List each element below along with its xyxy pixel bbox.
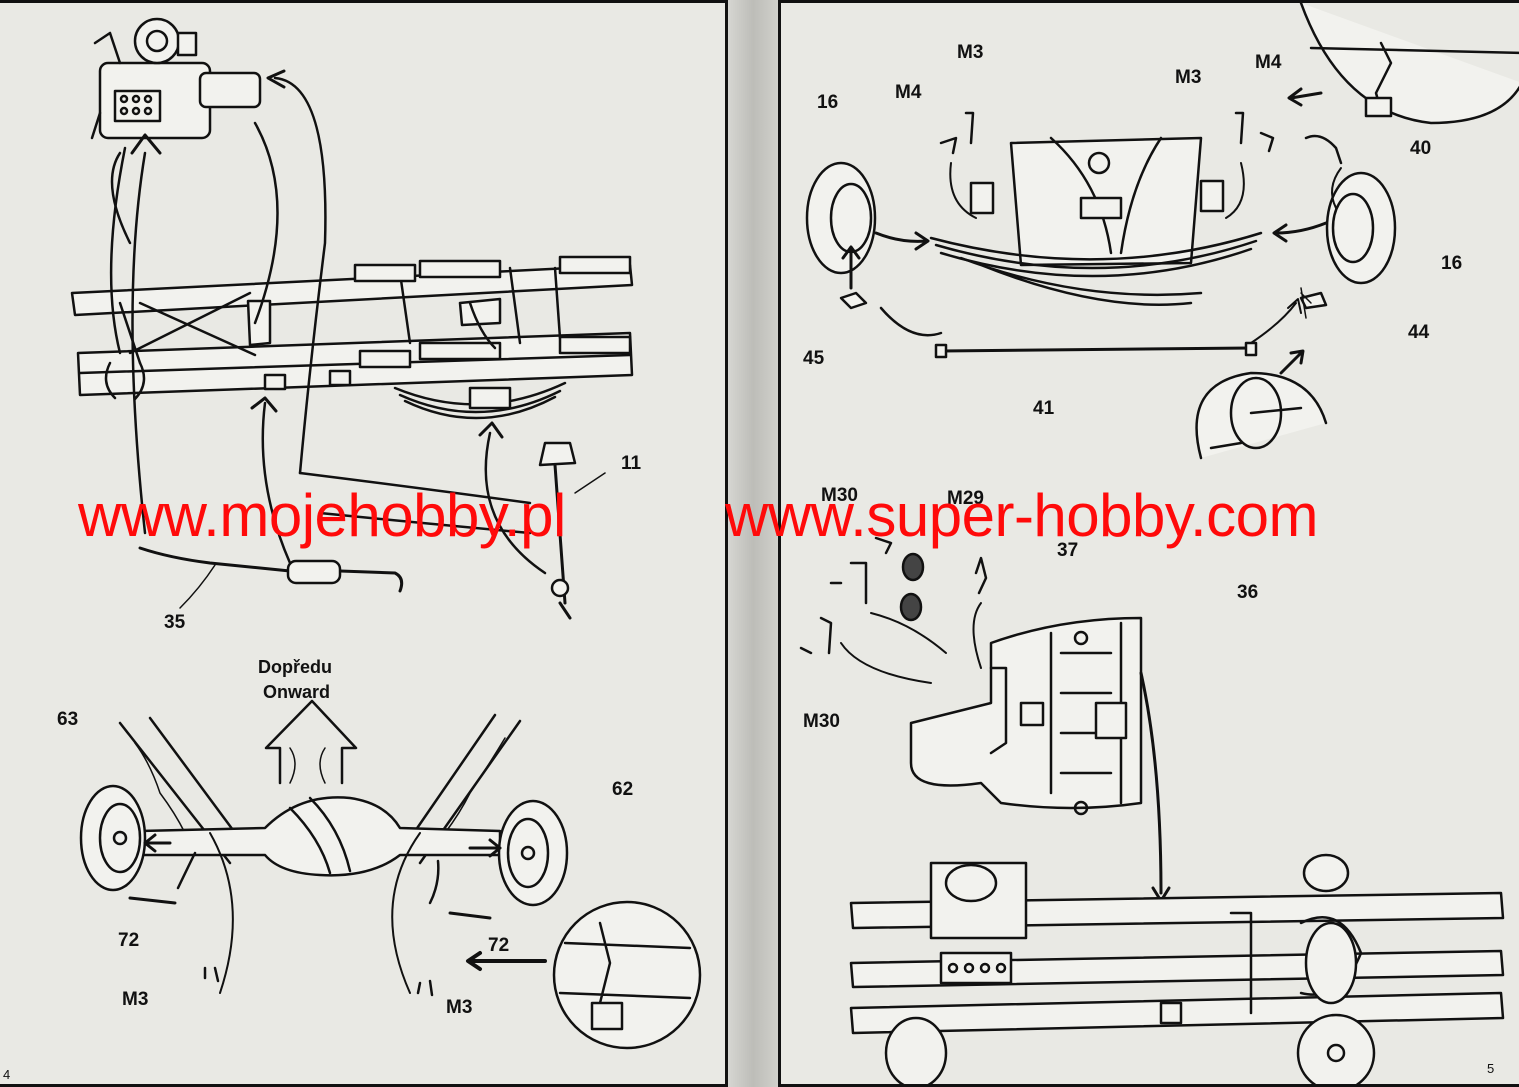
part-label-m3-b: M3 xyxy=(1175,67,1202,88)
part-label-m3-right: M3 xyxy=(446,997,473,1018)
part-label-m29: M29 xyxy=(947,488,984,509)
part-number-40: 40 xyxy=(1410,138,1432,159)
page-number-right: 5 xyxy=(1487,1061,1495,1076)
part-label-m3-a: M3 xyxy=(957,42,984,63)
part-number-16-left: 16 xyxy=(817,92,839,113)
chassis-assembly-drawing xyxy=(799,536,1505,1084)
book-gutter xyxy=(728,0,778,1087)
part-number-72-left: 72 xyxy=(118,930,140,951)
part-number-45: 45 xyxy=(803,348,825,369)
part-number-37: 37 xyxy=(1057,540,1079,561)
part-number-63: 63 xyxy=(57,709,79,730)
page-number-left: 4 xyxy=(3,1067,11,1082)
instruction-page-left: 35 11 Dopředu Onward 63 62 72 72 M3 M3 4 xyxy=(0,0,728,1087)
watermark-super-hobby: www.super-hobby.com xyxy=(725,482,1318,549)
part-number-41: 41 xyxy=(1033,398,1055,419)
watermark-mojehobby: www.mojehobby.pl xyxy=(78,482,566,549)
front-axle-drawing xyxy=(805,3,1519,460)
part-number-44: 44 xyxy=(1408,322,1430,343)
part-number-16-right: 16 xyxy=(1441,253,1463,274)
part-label-m4-a: M4 xyxy=(895,82,922,103)
right-page-drawings xyxy=(799,3,1519,1084)
part-number-72-right: 72 xyxy=(488,935,510,956)
instruction-page-right: M3 M4 M3 M4 16 40 16 45 44 41 M30 M29 37… xyxy=(778,0,1519,1087)
part-number-11: 11 xyxy=(621,453,642,474)
part-label-m30-top: M30 xyxy=(821,485,858,506)
part-label-m3-left: M3 xyxy=(122,989,149,1010)
direction-label-english: Onward xyxy=(263,682,331,702)
part-label-m30-bottom: M30 xyxy=(803,711,840,732)
part-number-35: 35 xyxy=(164,612,186,633)
left-page-drawings xyxy=(70,17,702,1050)
part-number-62: 62 xyxy=(612,779,634,800)
part-number-36: 36 xyxy=(1237,582,1259,603)
part-label-m4-b: M4 xyxy=(1255,52,1282,73)
rear-axle-drawing xyxy=(79,699,702,1050)
frame-assembly-drawing xyxy=(70,17,634,620)
direction-label-czech: Dopředu xyxy=(258,657,332,677)
